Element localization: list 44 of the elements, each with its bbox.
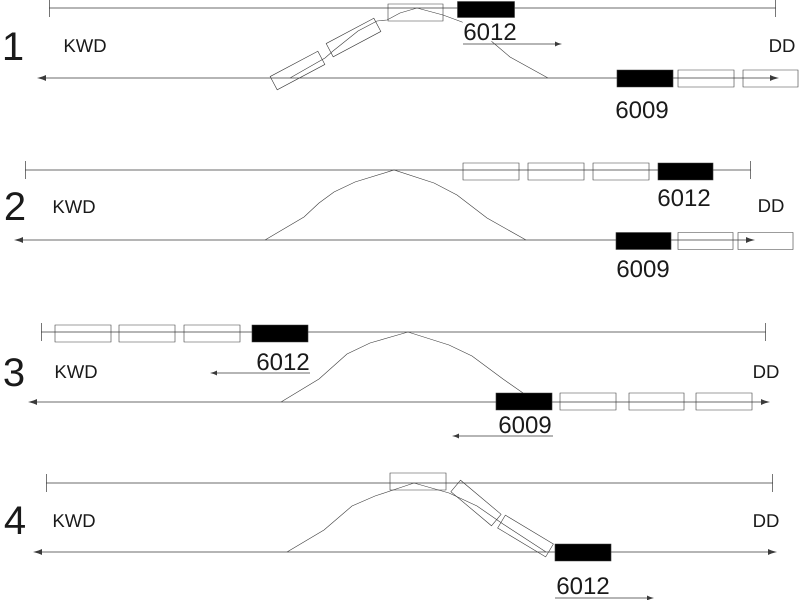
wagon xyxy=(388,4,444,22)
wagon xyxy=(742,70,798,88)
locomotive xyxy=(496,392,552,410)
locomotive xyxy=(554,544,612,562)
station-label: KWD xyxy=(64,39,106,52)
wagon xyxy=(326,18,382,58)
panel-number: 3 xyxy=(4,358,24,386)
wagon xyxy=(497,514,554,558)
train-number: 6012 xyxy=(462,22,518,42)
locomotive xyxy=(616,232,672,250)
wagon xyxy=(54,324,112,342)
wagon xyxy=(560,392,616,410)
station-label: DD xyxy=(770,39,794,52)
wagon xyxy=(592,162,650,180)
wagon xyxy=(390,472,446,490)
locomotive xyxy=(616,70,674,88)
station-label: DD xyxy=(759,199,784,212)
train-number: 6009 xyxy=(497,415,553,434)
panel-number: 4 xyxy=(4,506,25,534)
panel-number: 1 xyxy=(4,32,22,60)
train-number: 6012 xyxy=(555,576,611,596)
wagon xyxy=(118,324,176,342)
train-number: 6012 xyxy=(255,352,311,372)
station-label: KWD xyxy=(56,365,97,378)
train-number: 6012 xyxy=(656,188,712,208)
wagon xyxy=(462,162,520,180)
locomotive xyxy=(457,1,515,18)
wagon xyxy=(184,324,240,342)
train-number: 6009 xyxy=(615,259,671,278)
wagon xyxy=(738,232,794,250)
locomotive xyxy=(658,162,714,180)
wagon xyxy=(696,392,752,410)
wagon xyxy=(678,70,734,88)
train-number: 6009 xyxy=(614,100,670,120)
station-label: DD xyxy=(754,365,778,378)
wagon xyxy=(678,232,734,250)
station-label: KWD xyxy=(54,514,95,527)
panel-number: 2 xyxy=(6,192,24,220)
locomotive xyxy=(252,324,308,342)
station-label: KWD xyxy=(54,200,95,213)
wagon xyxy=(628,392,684,410)
wagon xyxy=(270,50,326,90)
wagon xyxy=(528,162,584,180)
station-label: DD xyxy=(754,514,778,527)
